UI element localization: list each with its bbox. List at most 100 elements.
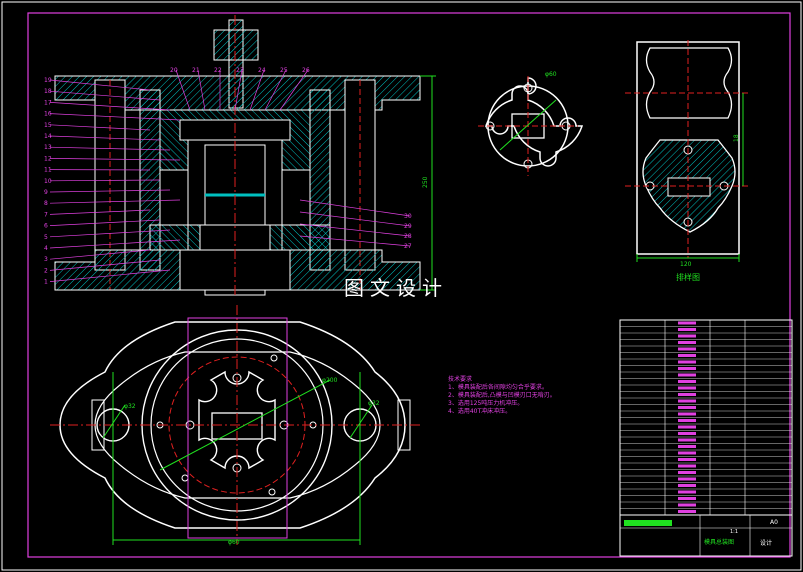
bom-cell-marker (678, 334, 696, 338)
part-number-label: 14 (44, 133, 52, 140)
part-number-label: 3 (44, 256, 48, 263)
leader-line (49, 102, 171, 111)
notes-line: 4、选用40T冲床冲压。 (448, 408, 512, 415)
bom-cell-marker (678, 464, 696, 468)
section-view (54, 15, 436, 296)
dim-overall-height: 250 (422, 176, 429, 188)
part-number-label: 26 (302, 67, 310, 74)
bom-cell-marker (678, 477, 696, 481)
leader-line (49, 269, 171, 282)
bom-cell-marker (678, 347, 696, 351)
leader-line (49, 239, 181, 249)
leader-line (299, 199, 411, 217)
dim-plan-width: φ60 (228, 539, 240, 546)
part-number-label: 15 (44, 122, 52, 129)
dim-strip-width: 120 (680, 261, 692, 268)
part-number-label: 6 (44, 223, 48, 230)
leader-line (299, 235, 411, 247)
part-number-label: 10 (44, 178, 52, 185)
bom-cell-marker (678, 393, 696, 396)
bom-cell-marker (678, 425, 696, 429)
leader-line (49, 259, 161, 271)
leader-line (49, 158, 181, 161)
leader-line (49, 146, 171, 151)
part-number-label: 12 (44, 155, 52, 162)
bom-cell-marker (678, 432, 696, 435)
bom-cell-marker (678, 458, 696, 461)
dim-strip-pitch: 18 (733, 134, 740, 142)
part-number-label: 17 (44, 99, 52, 106)
bom-cell-marker (678, 367, 696, 370)
strip-layout-label: 排样图 (676, 272, 700, 282)
notes-line: 1、模具装配后各间隙均匀合乎要求。 (448, 384, 548, 391)
part-number-label: 20 (170, 67, 178, 74)
part-number-label: 7 (44, 211, 48, 218)
bom-cell-marker (678, 484, 696, 487)
part-number-label: 27 (404, 243, 412, 250)
title-sheet: A0 (770, 519, 778, 526)
leader-line (264, 69, 287, 111)
leader-line (49, 113, 181, 121)
bom-cell-marker (678, 328, 696, 331)
bom-cell-marker (678, 399, 696, 403)
dim-hole-right: φ32 (368, 400, 380, 407)
bom-cell-marker (678, 412, 696, 416)
bom-cell-marker (678, 445, 696, 448)
bill-of-materials (619, 319, 793, 557)
bom-cell-marker (678, 341, 696, 344)
bom-cell-marker (678, 451, 696, 455)
leader-line (49, 179, 161, 182)
dim-plan-diameter: φ200 (322, 377, 338, 384)
part-number-label: 24 (258, 67, 266, 74)
part-number-label: 22 (214, 67, 222, 74)
bom-cell-marker (678, 497, 696, 500)
part-number-label: 4 (44, 245, 48, 252)
bom-cell-marker (678, 380, 696, 383)
strip-layout-view (625, 40, 750, 262)
title-scale: 1:1 (730, 529, 738, 535)
bom-cell-marker (678, 503, 696, 507)
title-block (619, 514, 793, 557)
part-number-label: 11 (44, 167, 52, 174)
part-number-label: 18 (44, 88, 52, 95)
leader-line (49, 189, 171, 193)
leader-line (49, 90, 161, 101)
part-number-label: 13 (44, 144, 52, 151)
title-school: 设计 (760, 539, 772, 547)
part-number-label: 21 (192, 67, 200, 74)
leader-line (49, 135, 161, 141)
bom-cell-marker (678, 386, 696, 390)
drawing-frame-inner (27, 12, 791, 558)
bom-cell-marker (678, 406, 696, 409)
part-number-label: 23 (236, 67, 244, 74)
part-number-label: 9 (44, 189, 48, 196)
part-number-label: 29 (404, 223, 412, 230)
title-drawing-name: 模具总装图 (704, 538, 734, 546)
bom-cell-marker (678, 438, 696, 442)
plan-view (50, 305, 420, 545)
bom-cell-marker (678, 373, 696, 377)
bom-cell-marker (678, 360, 696, 364)
dim-part-dia: φ60 (545, 71, 557, 78)
part-number-label: 2 (44, 267, 48, 274)
leader-line (49, 249, 151, 260)
dim-hole-left: φ32 (124, 403, 136, 410)
notes-line: 3、选用125吨压力机冲压。 (448, 400, 524, 407)
part-number-label: 1 (44, 279, 48, 286)
part-number-label: 19 (44, 77, 52, 84)
part-number-label: 16 (44, 111, 52, 118)
leader-line (49, 229, 171, 238)
bom-cell-marker (678, 321, 696, 325)
technical-notes: 技术要求 1、模具装配后各间隙均匀合乎要求。 2、模具装配后,凸模与凹模刃口无啃… (448, 376, 556, 416)
leader-line (299, 211, 411, 227)
leader-line (49, 79, 151, 91)
part-number-label: 5 (44, 234, 48, 241)
watermark-text: 图文设计 (344, 276, 448, 300)
bom-cell-marker (678, 510, 696, 513)
leader-line (279, 69, 309, 111)
bom-cell-marker (678, 490, 696, 494)
